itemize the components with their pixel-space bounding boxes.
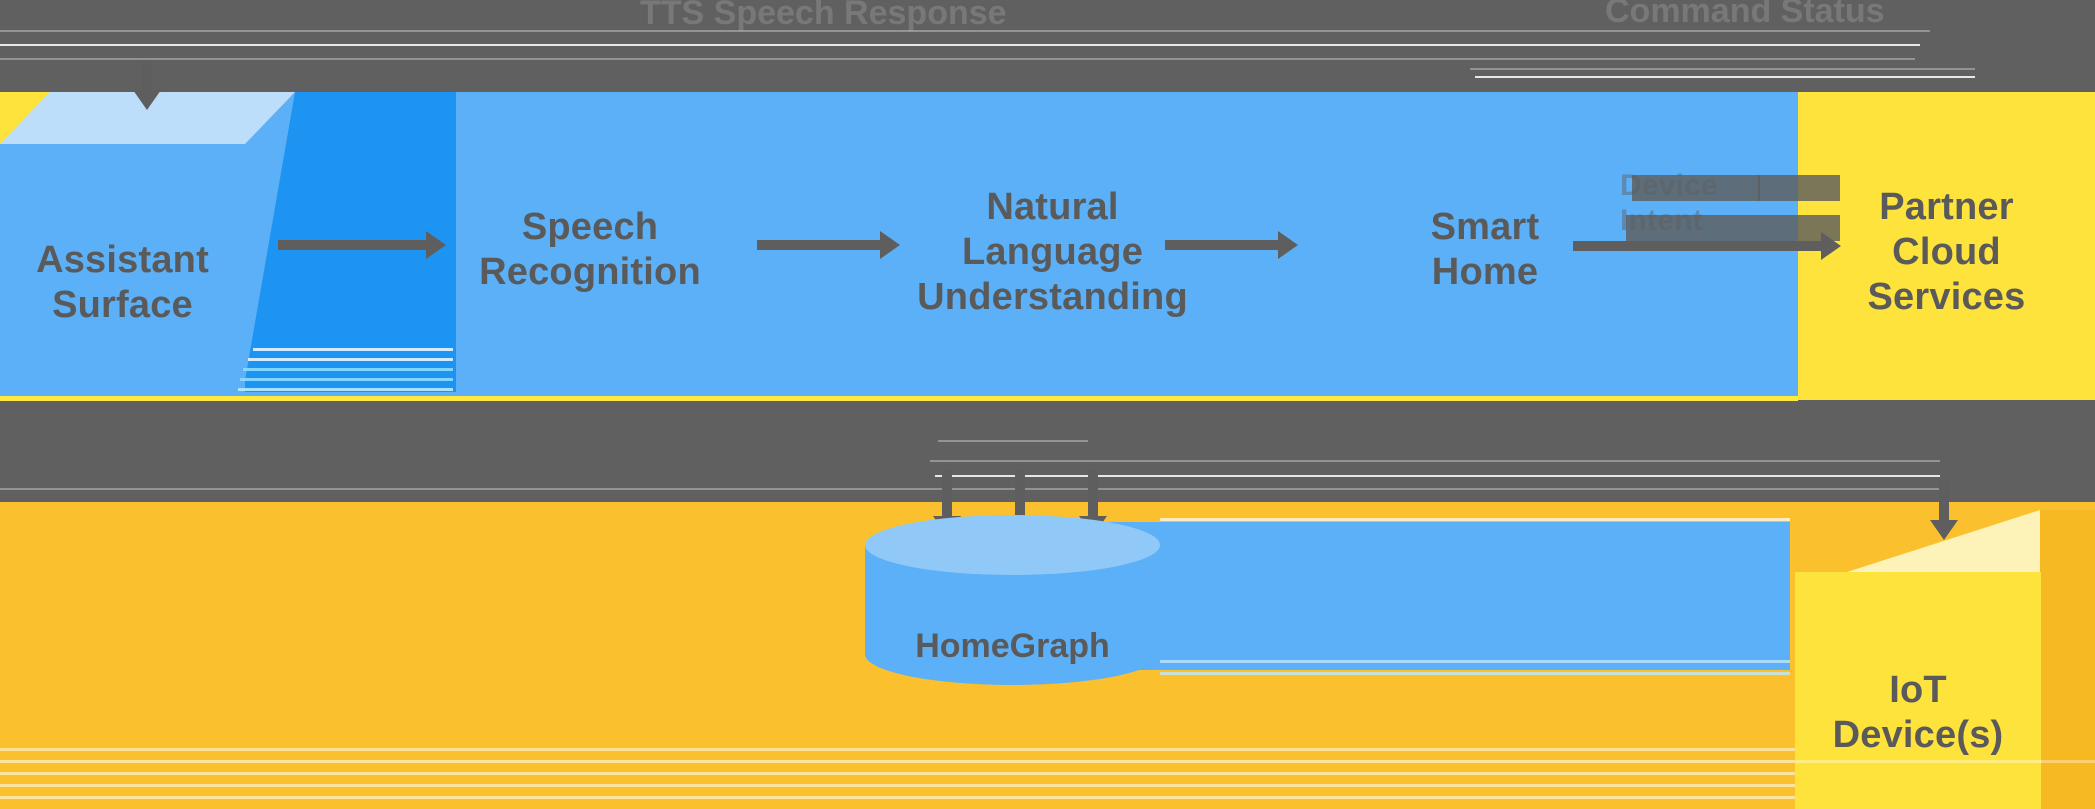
natural-language-label-line3: Understanding: [917, 275, 1188, 318]
partner-cloud-label-line2: Cloud: [1892, 230, 2001, 273]
iot-devices-label-line1: IoT: [1889, 669, 1947, 711]
mid-connector-line-4: [938, 440, 1088, 442]
homegraph-strip-scanline-3: [1160, 672, 1790, 675]
arrow-surface-to-speech: [278, 231, 446, 259]
top-connector-line-2: [0, 44, 1920, 46]
iot-devices-front-face: [1795, 572, 2041, 809]
partner-cloud-label-line1: Partner: [1879, 186, 2014, 228]
assistant-surface-label-line2: Surface: [52, 283, 193, 326]
assistant-surface-label-line1: Assistant: [36, 239, 209, 281]
iot-devices-label: IoT Device(s): [1795, 668, 2041, 758]
top-connector-line-1: [0, 30, 1930, 32]
top-connector-line-3: [0, 58, 1915, 60]
natural-language-label-line2: Language: [961, 230, 1144, 273]
homegraph-connection-strip: [1050, 522, 1790, 670]
surface-scanline-4: [240, 378, 453, 381]
command-status-label: Command Status: [1605, 0, 1885, 30]
partner-cloud-services-label: Partner Cloud Services: [1798, 185, 2095, 319]
iot-devices-label-line2: Device(s): [1832, 713, 2004, 756]
partner-cloud-panel: [1798, 92, 2095, 400]
surface-scanline-2: [248, 358, 453, 361]
speech-recognition-label: Speech Recognition: [445, 205, 735, 295]
amber-scanline-5: [0, 796, 1795, 799]
arrow-into-homegraph-3: [1079, 470, 1107, 536]
surface-scanline-3: [243, 368, 453, 371]
home-graph-label: HomeGraph: [915, 627, 1110, 665]
amber-scanline-3: [0, 772, 1795, 775]
arrow-nlu-to-smarthome: [1165, 231, 1298, 259]
assistant-surface-front-face: [0, 144, 245, 396]
natural-language-label-line1: Natural: [986, 186, 1119, 228]
arrow-into-homegraph-1: [933, 470, 961, 536]
arrow-into-iot-devices: [1930, 480, 1958, 540]
surface-scanline-5: [238, 388, 453, 391]
mid-connector-line-3: [0, 488, 1940, 490]
tts-response-label: TTS Speech Response: [640, 0, 1007, 32]
iot-devices-side-face: [2040, 510, 2095, 809]
surface-scanline-1: [253, 348, 453, 351]
natural-language-label: Natural Language Understanding: [880, 185, 1225, 319]
speech-recognition-label-line2: Recognition: [479, 250, 701, 293]
arrow-speech-to-nlu: [757, 231, 900, 259]
home-graph-cylinder-top: [865, 515, 1160, 575]
amber-scanline-4: [0, 784, 1795, 787]
top-connector-line-4: [1470, 68, 1975, 70]
smart-home-label-line1: Smart: [1430, 206, 1540, 248]
device-intent-redaction-3: [1626, 215, 1840, 241]
top-connector-line-5: [1475, 76, 1975, 78]
smart-home-label-line2: Home: [1431, 250, 1539, 293]
middle-gray-band: [0, 400, 2095, 502]
amber-scanline-1: [0, 748, 1795, 751]
amber-scanline-2: [0, 760, 1795, 763]
home-graph-cylinder: HomeGraph: [865, 515, 1160, 685]
device-intent-redaction-1: [1632, 175, 1760, 201]
device-intent-redaction-2: [1758, 175, 1840, 201]
arrow-into-homegraph-2: [1006, 470, 1034, 536]
smart-home-label: Smart Home: [1355, 205, 1615, 295]
blue-band-bottom-edge: [0, 396, 1798, 401]
assistant-surface-label: Assistant Surface: [0, 238, 245, 328]
homegraph-strip-scanline-1: [1160, 518, 1790, 521]
mid-connector-line-1: [930, 460, 1940, 462]
amber-scanline-7: [2040, 760, 2095, 763]
partner-cloud-label-line3: Services: [1867, 275, 2026, 318]
mid-connector-line-2: [935, 475, 1940, 477]
speech-recognition-label-line1: Speech: [521, 206, 659, 248]
arrow-smarthome-to-partner: [1573, 232, 1841, 260]
homegraph-strip-scanline-2: [1160, 660, 1790, 663]
arrow-into-assistant-surface: [133, 60, 161, 110]
amber-scanline-6: [1795, 760, 2041, 763]
